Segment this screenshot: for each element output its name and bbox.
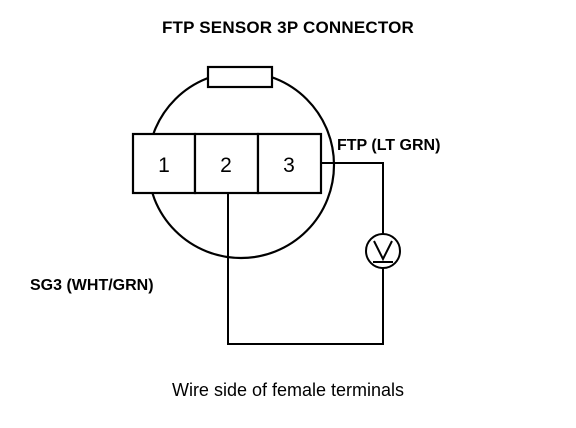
pin-number-1: 1 bbox=[158, 154, 170, 177]
voltmeter-icon bbox=[365, 233, 401, 269]
sg3-wire bbox=[227, 193, 384, 345]
ftp-wire bbox=[321, 162, 384, 234]
sg3-wire-label: SG3 (WHT/GRN) bbox=[30, 277, 154, 294]
pin-cavity-3 bbox=[256, 132, 323, 195]
connector-lock-tab bbox=[206, 65, 274, 89]
pin-number-3: 3 bbox=[283, 154, 295, 177]
pin-cavity-1 bbox=[131, 132, 197, 195]
diagram-title: FTP SENSOR 3P CONNECTOR bbox=[161, 18, 415, 37]
pin-number-2: 2 bbox=[220, 154, 232, 177]
diagram-caption: Wire side of female terminals bbox=[171, 380, 405, 400]
ftp-wire-label: FTP (LT GRN) bbox=[337, 137, 441, 154]
